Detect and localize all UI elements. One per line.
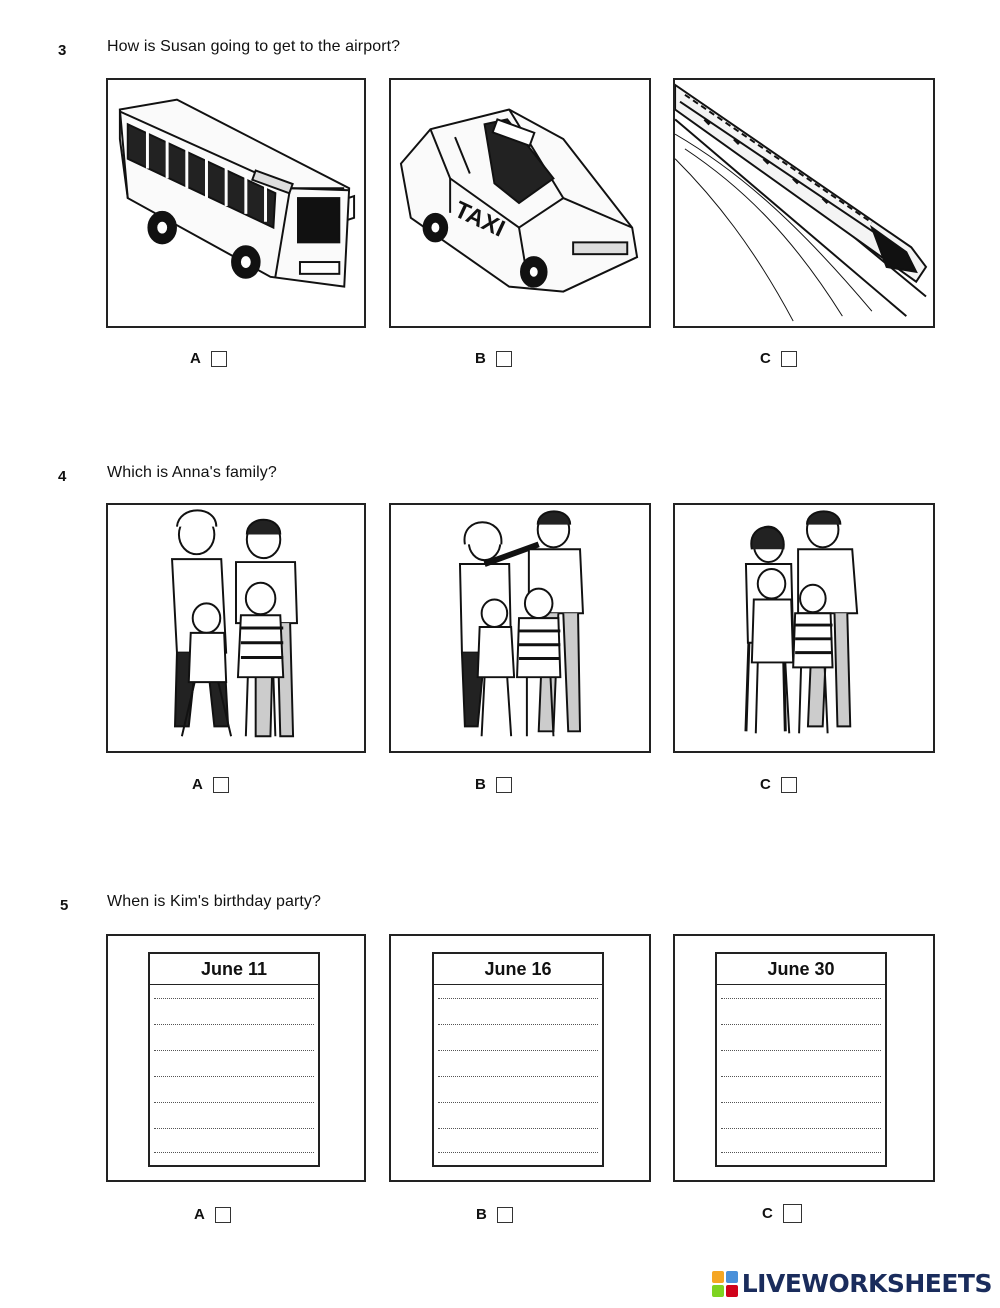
q4-option-a: A <box>192 776 229 793</box>
q4-option-c-picture-family <box>673 503 935 753</box>
logo-text: LIVEWORKSHEETS <box>741 1269 993 1298</box>
logo-square <box>711 1284 724 1297</box>
calendar-page: June 16 <box>432 952 604 1167</box>
q3-option-c-checkbox[interactable] <box>780 350 797 367</box>
taxi-illustration: TAXI <box>399 108 639 293</box>
calendar-page: June 11 <box>148 952 320 1167</box>
family-illustration <box>458 510 585 737</box>
q5-option-a-checkbox[interactable] <box>214 1206 231 1223</box>
q3-option-a-picture-bus <box>106 78 366 328</box>
question-5-number: 5 <box>60 897 69 914</box>
q3-option-b: B <box>475 350 512 367</box>
train-illustration <box>675 83 928 322</box>
option-letter: A <box>192 776 203 793</box>
question-4-number: 4 <box>58 468 67 485</box>
q4-option-b-picture-family <box>389 503 651 753</box>
liveworksheets-logo[interactable]: LIVEWORKSHEETS <box>711 1269 993 1298</box>
option-letter: C <box>760 776 771 793</box>
logo-icon <box>711 1270 738 1297</box>
calendar-page: June 30 <box>715 952 887 1167</box>
logo-square <box>725 1270 738 1283</box>
question-4-text: Which is Anna's family? <box>107 464 277 481</box>
q4-option-a-checkbox[interactable] <box>212 776 229 793</box>
q3-option-a: A <box>190 350 227 367</box>
q3-option-b-checkbox[interactable] <box>495 350 512 367</box>
question-5-text: When is Kim's birthday party? <box>107 893 322 910</box>
q4-option-a-picture-family <box>106 503 366 753</box>
calendar-date: June 11 <box>150 954 318 985</box>
q5-option-b-checkbox[interactable] <box>496 1206 513 1223</box>
option-letter: B <box>476 1206 487 1223</box>
option-letter: A <box>190 350 201 367</box>
bus-illustration <box>118 98 356 288</box>
q3-option-c-picture-train <box>673 78 935 328</box>
q4-option-b: B <box>475 776 512 793</box>
option-letter: B <box>475 350 486 367</box>
q3-option-b-picture-taxi: TAXI <box>389 78 651 328</box>
option-letter: C <box>760 350 771 367</box>
q5-option-b: B <box>476 1206 513 1223</box>
calendar-date: June 30 <box>717 954 885 985</box>
option-letter: B <box>475 776 486 793</box>
option-letter: A <box>194 1206 205 1223</box>
logo-square <box>725 1284 738 1297</box>
q5-option-c: C <box>762 1204 802 1223</box>
question-3-text: How is Susan going to get to the airport… <box>107 38 401 55</box>
q3-option-a-checkbox[interactable] <box>210 350 227 367</box>
question-3-number: 3 <box>58 42 67 59</box>
q4-option-c: C <box>760 776 797 793</box>
family-illustration <box>744 510 859 734</box>
option-letter: C <box>762 1205 773 1222</box>
family-illustration <box>171 509 299 738</box>
logo-square <box>711 1270 724 1283</box>
q5-option-c-checkbox[interactable] <box>782 1204 802 1223</box>
q4-option-c-checkbox[interactable] <box>780 776 797 793</box>
calendar-date: June 16 <box>434 954 602 985</box>
q5-option-a: A <box>194 1206 231 1223</box>
q4-option-b-checkbox[interactable] <box>495 776 512 793</box>
q3-option-c: C <box>760 350 797 367</box>
